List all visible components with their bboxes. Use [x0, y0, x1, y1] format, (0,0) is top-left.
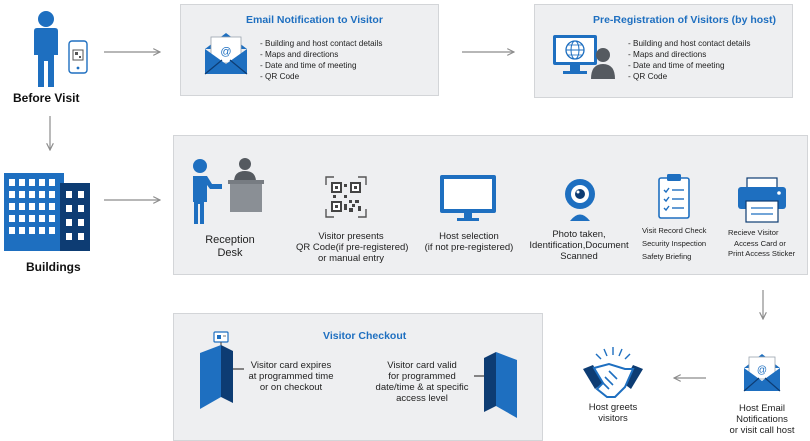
- turnstile-exit-icon: [200, 331, 244, 409]
- phone-qr-icon: [68, 40, 88, 74]
- email-item: QR Code: [260, 71, 382, 82]
- webcam-icon: [565, 179, 595, 221]
- before-visit-label: Before Visit: [13, 91, 80, 105]
- host-greets-label: Host greets visitors: [588, 402, 638, 424]
- reception-desk-icon: [193, 158, 264, 224]
- svg-text:@: @: [220, 46, 231, 58]
- photo-label: Photo taken, Identification,Document Sca…: [529, 229, 629, 262]
- prereg-item: Date and time of meeting: [628, 60, 750, 71]
- email-item: Building and host contact details: [260, 38, 382, 49]
- email-item: Date and time of meeting: [260, 60, 382, 71]
- turnstile-entry-icon: [474, 352, 517, 418]
- prereg-item: Building and host contact details: [628, 38, 750, 49]
- email-item: Maps and directions: [260, 49, 382, 60]
- envelope-icon: @: [204, 33, 248, 75]
- svg-text:@: @: [757, 365, 767, 376]
- prereg-item: QR Code: [628, 71, 750, 82]
- prereg-panel-title: Pre-Registration of Visitors (by host): [593, 14, 776, 26]
- email-panel-items: Building and host contact details Maps a…: [260, 38, 382, 82]
- checkout-panel-title: Visitor Checkout: [323, 330, 407, 342]
- monitor-icon: [440, 175, 496, 221]
- prereg-item: Maps and directions: [628, 49, 750, 60]
- host-email-envelope-icon: @: [743, 354, 781, 392]
- checks-list: Visit Record Check Security Inspection S…: [642, 226, 707, 261]
- prereg-panel-items: Building and host contact details Maps a…: [628, 38, 750, 82]
- host-selection-label: Host selection (if not pre-registered): [424, 231, 514, 253]
- qr-code-icon: [325, 176, 367, 218]
- pre-registration-panel: Pre-Registration of Visitors (by host) B…: [534, 4, 793, 98]
- buildings-icon: [4, 173, 90, 251]
- checklist-icon: [658, 174, 690, 219]
- email-notification-panel: Email Notification to Visitor @ Building…: [180, 4, 439, 96]
- printer-label: Recieve Visitor Access Card or Print Acc…: [728, 228, 796, 258]
- email-panel-title: Email Notification to Visitor: [246, 14, 383, 26]
- printer-icon: [738, 177, 786, 223]
- host-email-label: Host Email Notifications or visit call h…: [729, 403, 795, 436]
- handshake-icon: [583, 347, 643, 398]
- card-expires-label: Visitor card expires at programmed time …: [248, 360, 334, 393]
- computer-user-icon: [553, 35, 615, 79]
- buildings-label: Buildings: [26, 260, 81, 274]
- card-valid-label: Visitor card valid for programmed date/t…: [375, 360, 469, 404]
- visitor-checkout-panel: Visitor Checkout: [173, 313, 543, 441]
- reception-label: Reception Desk: [205, 234, 255, 259]
- person-icon: [34, 11, 58, 87]
- qr-label: Visitor presents QR Code(if pre-register…: [296, 231, 409, 264]
